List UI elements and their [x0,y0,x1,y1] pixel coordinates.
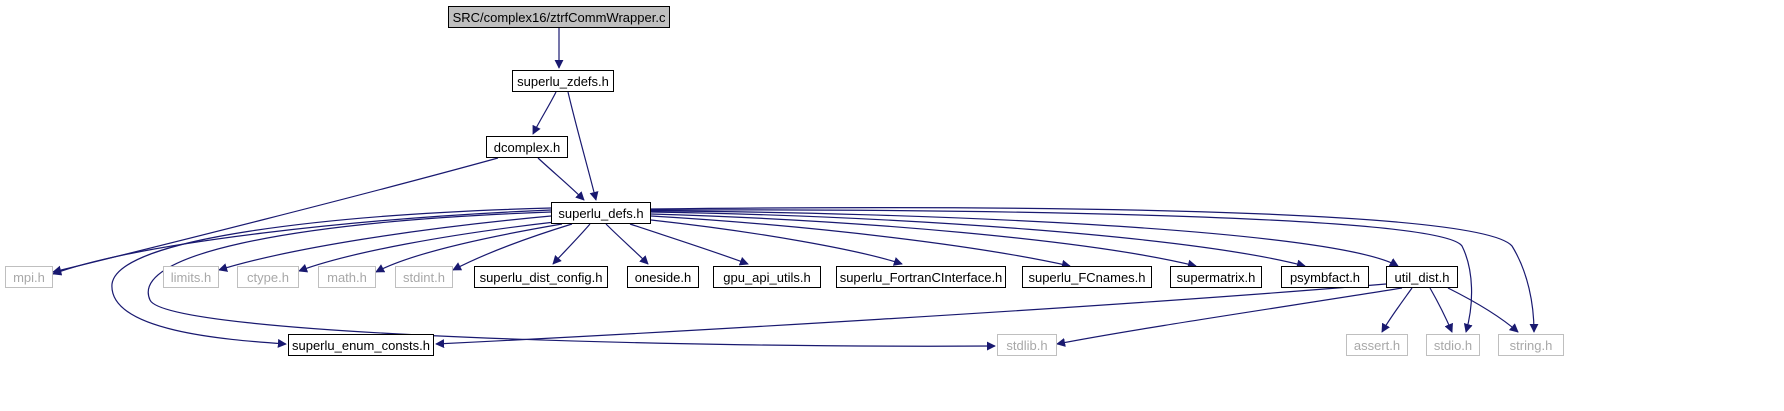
node-gpu-api-utils-h[interactable]: gpu_api_utils.h [713,266,821,288]
edge-superlu-defs-to-util-dist [650,210,1399,267]
node-root-file: SRC/complex16/ztrfCommWrapper.c [448,6,670,28]
node-psymbfact-h[interactable]: psymbfact.h [1281,266,1369,288]
node-superlu-dist-config-h[interactable]: superlu_dist_config.h [474,266,608,288]
edge-superlu-defs-to-stdint [452,223,573,271]
node-stdlib-h: stdlib.h [997,334,1057,356]
node-util-dist-h[interactable]: util_dist.h [1386,266,1458,288]
edge-superlu-defs-to-math [375,223,563,273]
edge-util-dist-to-stdlib [1056,287,1403,347]
node-superlu-enum-consts-h[interactable]: superlu_enum_consts.h [288,334,434,356]
edge-superlu-zdefs-to-superlu-defs [567,91,599,201]
edge-superlu-defs-to-stdlib [147,211,996,351]
edge-util-dist-to-superlu-enum-consts [435,283,1387,349]
edge-superlu-defs-to-string [650,207,1539,333]
edge-superlu-defs-to-superlu-dist-config [552,223,591,265]
edge-superlu-zdefs-to-dcomplex [532,91,557,135]
edge-superlu-defs-to-psymbfact [650,211,1306,269]
node-dcomplex-h[interactable]: dcomplex.h [486,136,568,158]
node-superlu-fcnames-h[interactable]: superlu_FCnames.h [1022,266,1152,288]
edge-superlu-defs-to-stdio [650,209,1473,333]
edge-superlu-defs-to-ctype [298,221,556,273]
edge-superlu-defs-to-gpu-api-utils [629,223,749,266]
node-superlu-defs-h[interactable]: superlu_defs.h [551,202,651,224]
node-superlu-zdefs-h[interactable]: superlu_zdefs.h [512,70,614,92]
edge-superlu-defs-to-supermatrix [650,213,1197,269]
node-stdint-h: stdint.h [395,266,453,288]
node-superlu-fortrancinterface-h[interactable]: superlu_FortranCInterface.h [836,266,1006,288]
edge-superlu-defs-to-limits [218,215,552,272]
node-string-h: string.h [1498,334,1564,356]
edge-superlu-defs-to-oneside [605,223,649,265]
edge-superlu-defs-to-superlu-enum-consts [111,207,552,348]
edge-util-dist-to-assert [1381,287,1413,333]
edge-superlu-defs-to-superlu-fcnames [650,215,1071,269]
edge-dcomplex-to-superlu-defs [537,157,585,201]
node-ctype-h: ctype.h [237,266,299,288]
edge-superlu-defs-to-superlu-fortrancinterface [650,219,903,266]
node-mpi-h: mpi.h [5,266,53,288]
edge-util-dist-to-stdio [1429,287,1453,333]
node-stdio-h: stdio.h [1426,334,1480,356]
edge-superlu-defs-to-mpi [52,209,552,276]
node-assert-h: assert.h [1346,334,1408,356]
node-supermatrix-h[interactable]: supermatrix.h [1170,266,1262,288]
node-math-h: math.h [318,266,376,288]
node-limits-h: limits.h [163,266,219,288]
edge-util-dist-to-string [1447,287,1519,333]
node-oneside-h[interactable]: oneside.h [627,266,699,288]
